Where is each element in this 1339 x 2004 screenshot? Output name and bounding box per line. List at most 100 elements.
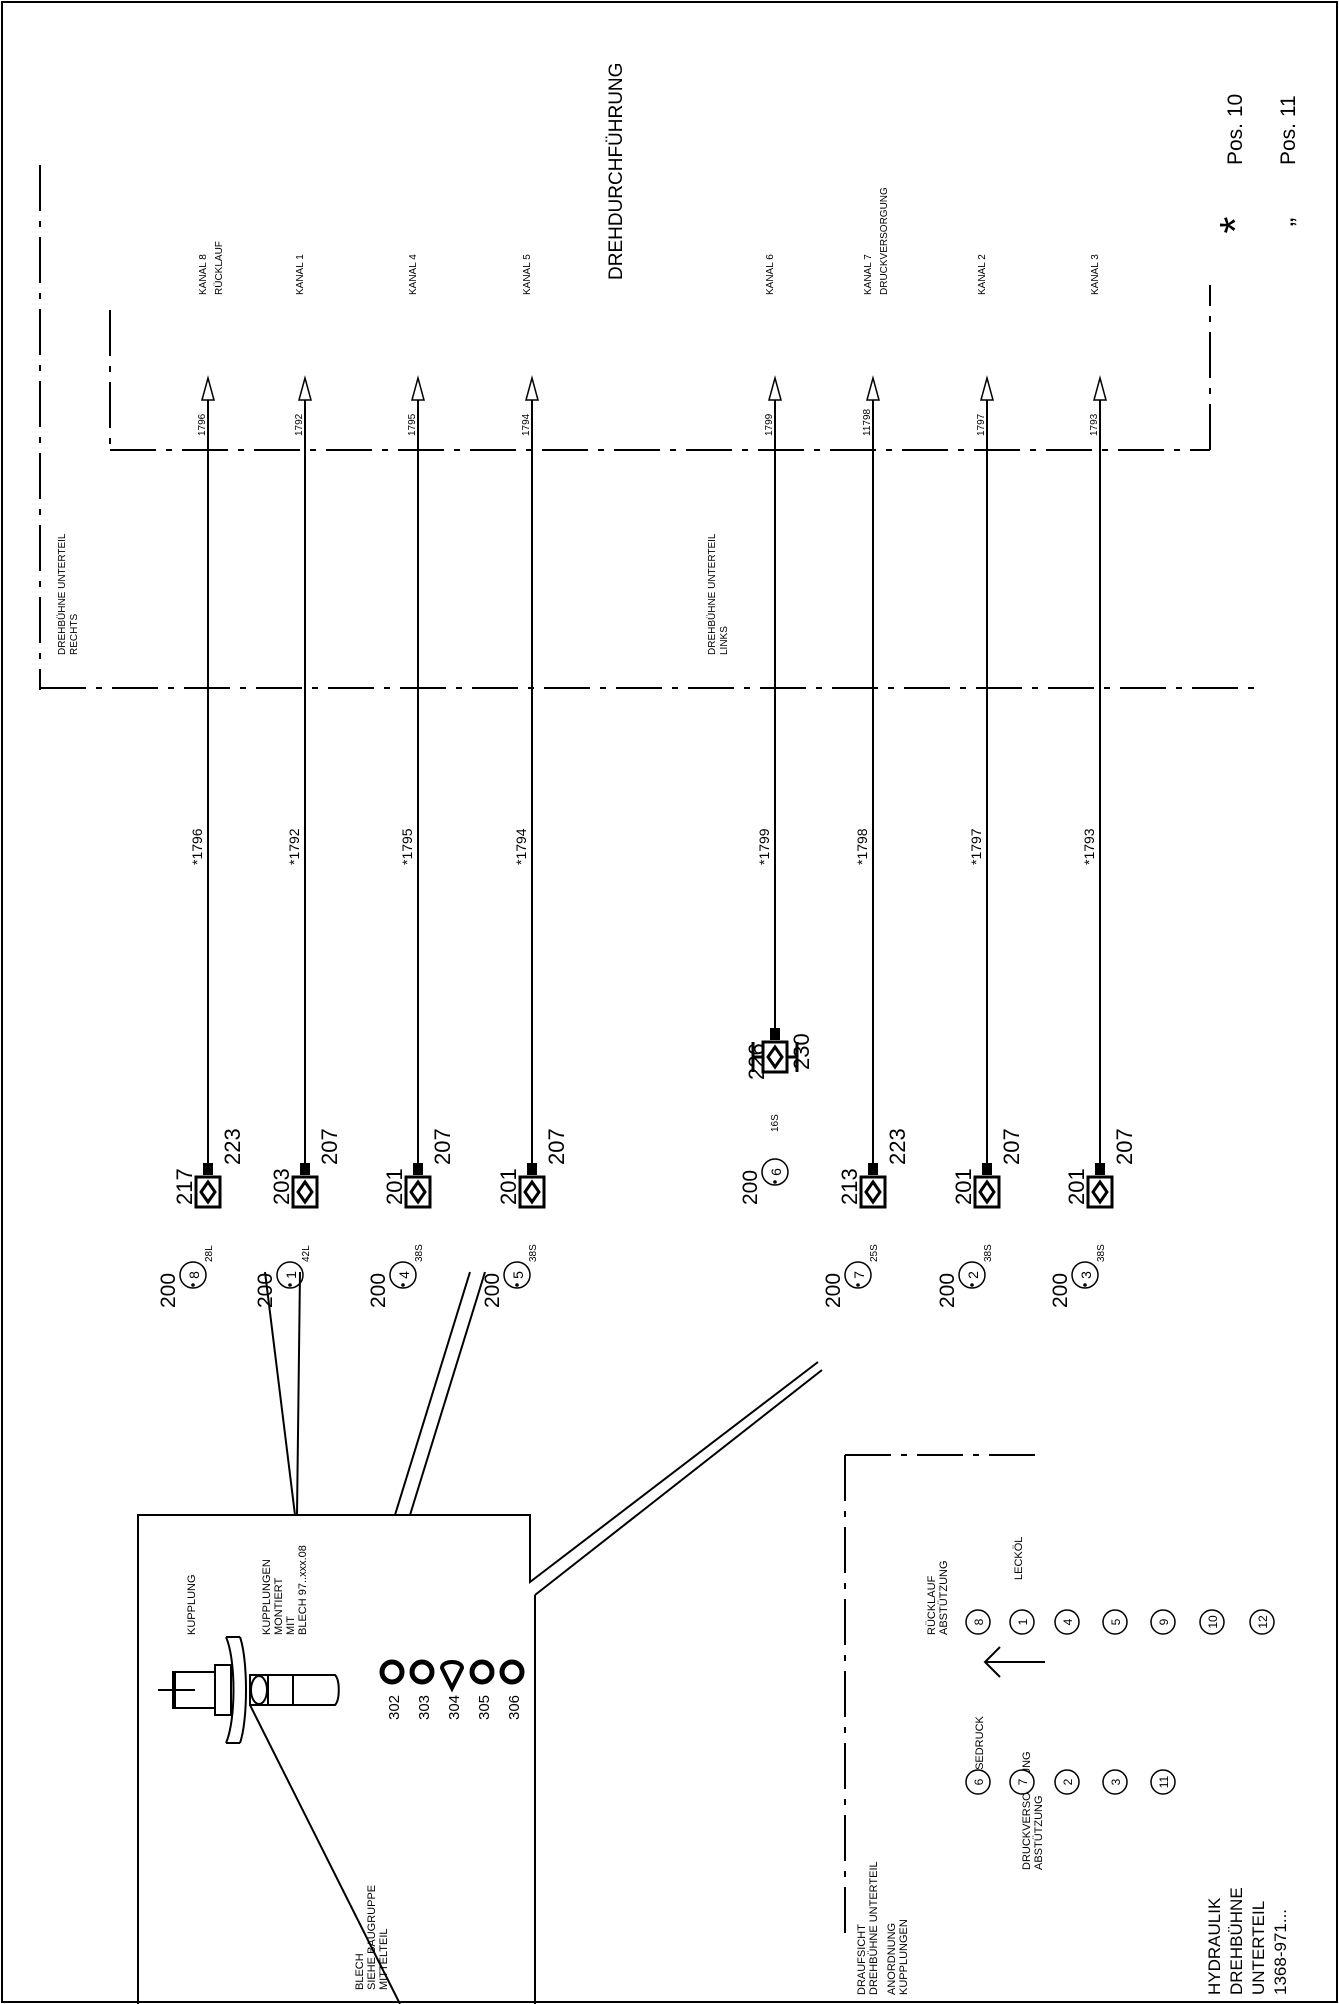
topview-circle-8 [965,1609,991,1635]
channel-arrow-7 [866,375,880,401]
titleblock-1: HYDRAULIK [1205,1897,1224,1995]
fitting-nut-2 [982,1163,992,1175]
part-b-8: 223 [220,1128,245,1165]
pos-prefix-6: 200 [739,1170,762,1205]
channel-arrow-1 [298,375,312,401]
channel-num-mid-2: *1797 [968,828,984,865]
part-a-2: 201 [951,1168,976,1205]
part-a-3: 201 [1064,1168,1089,1205]
size-5: 38S [528,1244,539,1262]
topview-circle-11 [1150,1769,1176,1795]
detail-montiert-3: MIT [285,1616,297,1635]
size-7: 25S [869,1244,880,1262]
size-2: 38S [983,1244,994,1262]
part-symbol-305 [469,1659,495,1685]
channel-kanal-7: KANAL 7 [863,254,874,295]
part-b-7: 223 [885,1128,910,1165]
topview-number-8: 8 [972,1618,986,1625]
coupling-symbol [158,1636,401,2004]
pos-number-4: 4 [396,1271,412,1279]
part-label-304: 304 [446,1695,463,1720]
pos-prefix-1: 200 [254,1273,277,1308]
channel-num-top-2: 1797 [976,413,987,436]
part-a-7: 213 [837,1168,862,1205]
topview-number-12: 12 [1256,1615,1270,1629]
pos-number-2: 2 [965,1271,981,1279]
channel-kanal-8: KANAL 8 [198,254,209,295]
part-a-1: 203 [269,1168,294,1205]
topview-druckversorgung-1: DRUCKVERSORGUNG [1021,1751,1033,1870]
detail-blech-1: BLECH [354,1953,366,1990]
section-right-line1: DREHBÜHNE UNTERTEIL [56,533,68,655]
topview-circle-2 [1054,1769,1080,1795]
legend: * Pos. 10 „ Pos. 11 [1211,94,1300,234]
part-symbol-303 [409,1659,435,1685]
part-label-305: 305 [476,1695,493,1720]
topview-circle-5 [1102,1609,1128,1635]
part-b-2: 207 [999,1128,1024,1165]
channel-arrow-4 [411,375,425,401]
channel-num-top-1: 1792 [294,413,305,436]
fitting-diamond-3 [1091,1179,1109,1205]
pos-number-1: 1 [283,1271,299,1279]
pos-circle-8 [179,1261,207,1289]
channel-sub-7: DRUCKVERSORGUNG [879,187,890,295]
detail-kupplung: KUPPLUNG [186,1574,198,1635]
channel-kanal-6: KANAL 6 [765,254,776,295]
fitting-nut-6 [770,1028,780,1040]
channel-num-mid-5: *1794 [513,828,529,865]
section-left-line1: DREHBÜHNE UNTERTEIL [706,533,718,655]
pos-circle-5 [503,1261,531,1289]
part-b-3: 207 [1112,1128,1137,1165]
detail-montiert-4: BLECH 97..xxx.08 [297,1545,309,1635]
topview-circle-4 [1054,1609,1080,1635]
fitting-nut-5 [527,1163,537,1175]
fitting-nut-1 [300,1163,310,1175]
detail-montiert-2: MONTIERT [273,1577,285,1635]
legend-star-symbol: * [1211,216,1260,233]
channel-num-mid-8: *1796 [189,828,205,865]
pos-circle-3 [1071,1261,1099,1289]
channel-kanal-2: KANAL 2 [977,254,988,295]
channel-kanal-4: KANAL 4 [408,254,419,295]
channel-kanal-5: KANAL 5 [522,254,533,295]
topview-circle-6 [965,1769,991,1795]
pos-number-6: 6 [768,1168,784,1176]
direction-arrow-icon [983,1646,1045,1678]
part-symbol-304 [439,1660,465,1693]
pos-circle-7 [844,1261,872,1289]
part-a-8: 217 [172,1168,197,1205]
topview-number-4: 4 [1061,1618,1075,1625]
pos-number-7: 7 [851,1271,867,1279]
part-b-1: 207 [317,1128,342,1165]
part-symbol-306 [499,1659,525,1685]
channel-arrow-3 [1093,375,1107,401]
fitting-nut-4 [413,1163,423,1175]
fitting-nut-3 [1095,1163,1105,1175]
valve-diamond-6 [766,1044,784,1070]
legend-quote-label: Pos. 11 [1277,95,1300,165]
channel-num-top-8: 1796 [197,413,208,436]
part-label-303: 303 [416,1695,433,1720]
section-right-line2: RECHTS [69,614,80,655]
pos-prefix-4: 200 [367,1273,390,1308]
topview-number-9: 9 [1157,1618,1171,1625]
fitting-nut-8 [203,1163,213,1175]
titleblock-3: UNTERTEIL [1249,1901,1268,1995]
topview-circle-7 [1009,1769,1035,1795]
channel-num-top-7: 11798 [862,408,873,436]
topview-number-5: 5 [1109,1618,1123,1625]
part-a-5: 201 [496,1168,521,1205]
topview-title-2: DREHBÜHNE UNTERTEIL [868,1861,880,1995]
fitting-diamond-4 [409,1179,427,1205]
topview-number-3: 3 [1109,1778,1123,1785]
topview-leckoel: LECKÖL [1013,1537,1025,1580]
channel-num-top-6: 1799 [764,413,775,436]
channel-num-mid-3: *1793 [1081,828,1097,865]
topview-ruecklauf-2: ABSTÜTZUNG [938,1560,950,1635]
legend-star-label: Pos. 10 [1224,94,1247,165]
channel-sub-8: RÜCKLAUF [213,241,225,295]
